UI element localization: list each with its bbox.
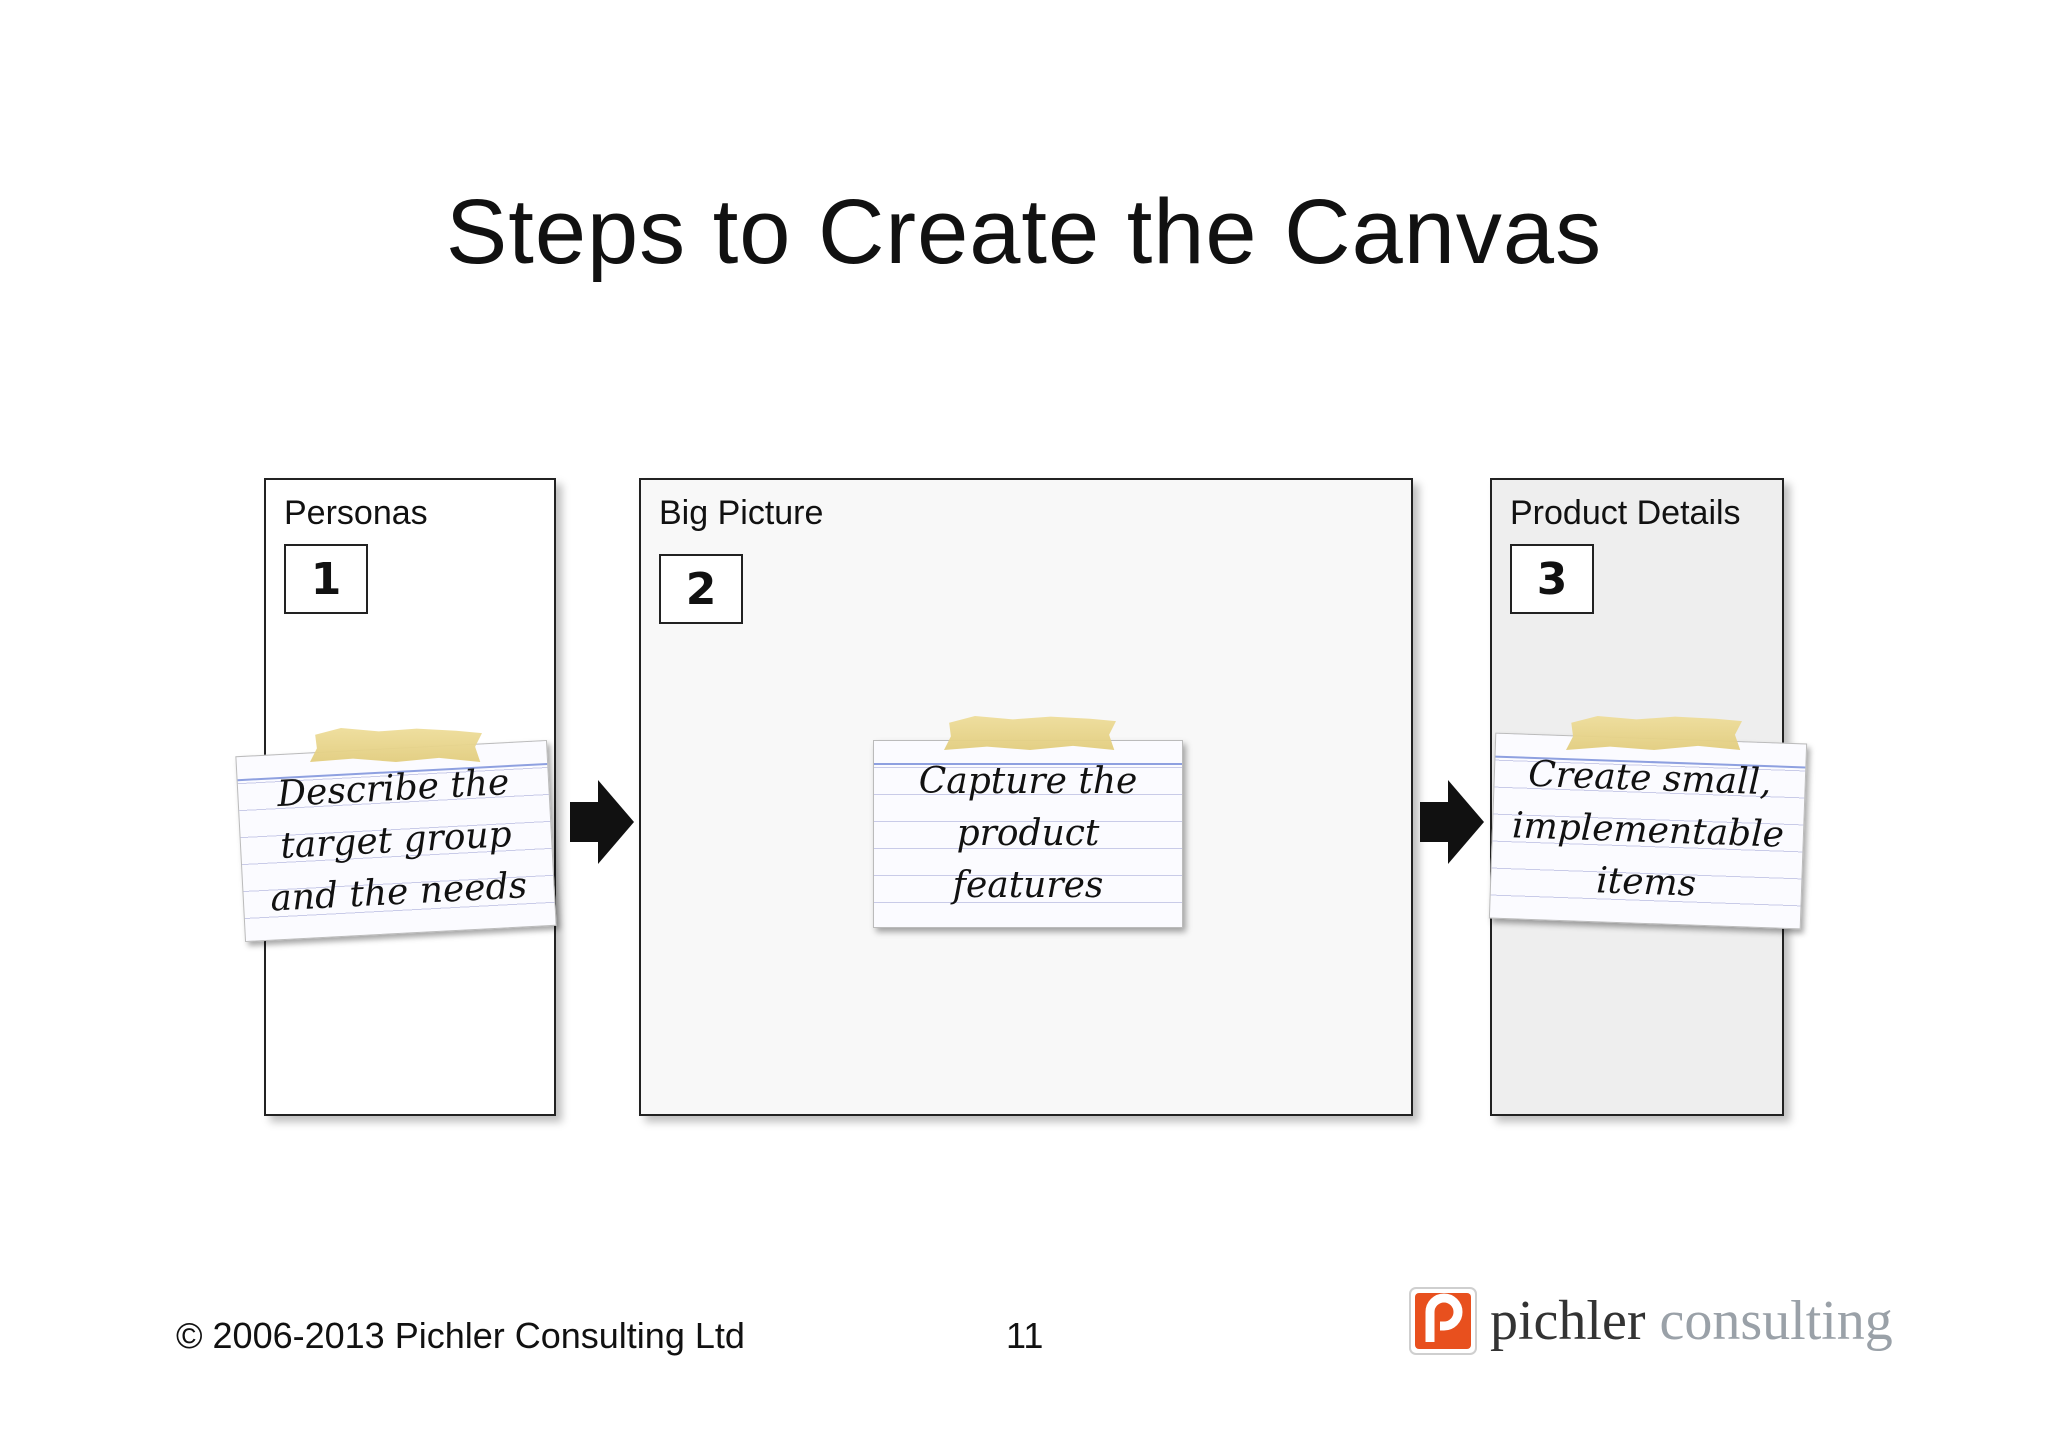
tape-strip <box>944 716 1116 750</box>
slide-title: Steps to Create the Canvas <box>445 181 1603 283</box>
copyright-text: © 2006-2013 Pichler Consulting Ltd <box>176 1315 745 1356</box>
panel-label: Product Details <box>1510 494 1741 532</box>
pichler-consulting-logo: pichler consulting <box>1408 1286 1893 1356</box>
panel-label: Personas <box>284 494 428 532</box>
panel-label: Big Picture <box>659 494 824 532</box>
arrow-right-icon <box>570 780 634 864</box>
index-card-product-details: Create small, implementable items <box>1488 732 1808 930</box>
arrow-right-icon <box>1420 780 1484 864</box>
tape-strip <box>1566 716 1742 750</box>
step-number-box: 2 <box>659 554 743 624</box>
tape-strip <box>310 728 482 762</box>
card-text: Create small, implementable items <box>1511 753 1785 905</box>
logo-word-pichler: pichler <box>1490 1290 1646 1352</box>
card-text: Describe the target group and the needs <box>269 762 529 920</box>
logo-word-consulting: consulting <box>1659 1290 1893 1352</box>
step-number-box: 1 <box>284 544 368 614</box>
index-card-big-picture: Capture the product features <box>873 740 1183 928</box>
logo-mark-icon <box>1409 1287 1477 1355</box>
step-number-box: 3 <box>1510 544 1594 614</box>
card-text: Capture the product features <box>918 761 1138 906</box>
index-card-personas: Describe the target group and the needs <box>235 739 557 943</box>
page-number: 11 <box>1006 1315 1044 1356</box>
